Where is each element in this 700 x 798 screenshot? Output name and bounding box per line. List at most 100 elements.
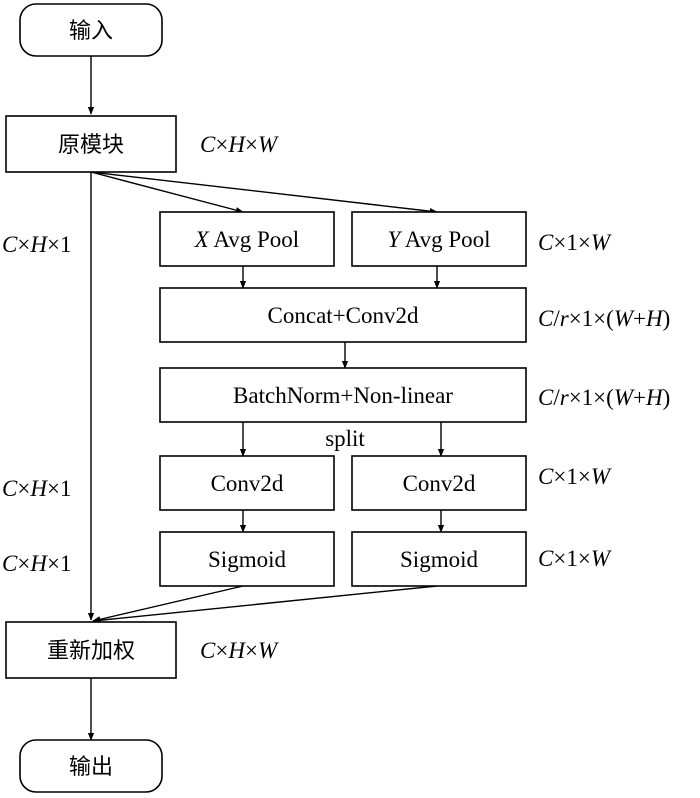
times: × — [245, 132, 258, 157]
slash: / — [553, 306, 560, 331]
w: W — [614, 306, 635, 331]
w: W — [591, 464, 612, 489]
c: C — [200, 132, 216, 157]
times: × — [553, 464, 566, 489]
batchnorm-label: BatchNorm+Non-linear — [233, 383, 453, 408]
c: C — [538, 385, 554, 410]
c: C — [200, 638, 216, 663]
y-avg-pool-label: Y Avg Pool — [387, 227, 490, 252]
w: W — [258, 132, 279, 157]
times: × — [569, 385, 582, 410]
conv2d-left-box — [159, 455, 335, 511]
conv2d-right-box — [351, 455, 527, 511]
reweight-label: 重新加权 — [47, 639, 135, 664]
times: × — [17, 551, 30, 576]
times: × — [17, 476, 30, 501]
y-pool-text: Avg Pool — [400, 227, 490, 252]
arrow-original-to-y-pool — [90, 171, 438, 215]
one: 1 — [566, 546, 578, 571]
split-label: split — [325, 426, 365, 451]
rparen: ) — [663, 385, 671, 410]
concat-conv2d-box — [159, 287, 527, 343]
times: × — [569, 306, 582, 331]
plus: + — [633, 385, 646, 410]
c: C — [538, 230, 554, 255]
dimension-labels: C×H×W C×H×1 C×H×1 C×H×1 C×1×W C/r×1×(W+H… — [2, 132, 670, 663]
x-pool-text: Avg Pool — [209, 227, 299, 252]
h: H — [227, 132, 246, 157]
dim-conv: C×1×W — [538, 464, 612, 489]
reweight-box — [5, 621, 177, 679]
r: r — [560, 385, 570, 410]
times: × — [245, 638, 258, 663]
r: r — [560, 306, 570, 331]
h: H — [29, 476, 48, 501]
c: C — [2, 476, 18, 501]
h: H — [29, 551, 48, 576]
h: H — [29, 232, 48, 257]
times: × — [553, 230, 566, 255]
rparen: ) — [663, 306, 671, 331]
times: × — [17, 232, 30, 257]
batchnorm-box — [159, 367, 527, 423]
boxes — [5, 3, 527, 793]
y-var: Y — [387, 227, 402, 252]
lparen: ( — [606, 385, 614, 410]
h: H — [645, 306, 664, 331]
conv2d-left-label: Conv2d — [211, 471, 284, 496]
times: × — [578, 230, 591, 255]
w: W — [258, 638, 279, 663]
one: 1 — [60, 232, 72, 257]
plus: + — [633, 306, 646, 331]
slash: / — [553, 385, 560, 410]
w: W — [591, 230, 612, 255]
output-label: 输出 — [69, 755, 113, 780]
c: C — [538, 306, 554, 331]
times: × — [47, 476, 60, 501]
original-module-label: 原模块 — [58, 133, 124, 158]
c: C — [538, 464, 554, 489]
sigmoid-left-label: Sigmoid — [208, 547, 286, 572]
c: C — [2, 232, 18, 257]
x-avg-pool-box — [159, 211, 335, 267]
concat-conv2d-label: Concat+Conv2d — [268, 303, 419, 328]
one: 1 — [60, 476, 72, 501]
times: × — [215, 638, 228, 663]
connectors — [87, 56, 445, 741]
arrow-sigmoid-left-to-reweight — [92, 585, 244, 623]
input-terminal — [19, 3, 163, 57]
sigmoid-left-box — [159, 531, 335, 587]
node-labels: 输入 原模块 X Avg Pool Y Avg Pool Concat+Conv… — [47, 19, 491, 780]
dim-residual-2: C×H×1 — [2, 476, 71, 501]
one: 1 — [582, 306, 594, 331]
c: C — [2, 551, 18, 576]
times: × — [578, 464, 591, 489]
x-avg-pool-label: X Avg Pool — [194, 227, 299, 252]
times: × — [553, 546, 566, 571]
dim-residual-1: C×H×1 — [2, 232, 71, 257]
dim-reweight: C×H×W — [200, 638, 279, 663]
times: × — [215, 132, 228, 157]
input-label: 输入 — [69, 19, 113, 44]
times: × — [593, 306, 606, 331]
one: 1 — [566, 464, 578, 489]
times: × — [47, 232, 60, 257]
sigmoid-right-box — [351, 531, 527, 587]
dim-y-pool: C×1×W — [538, 230, 612, 255]
c: C — [538, 546, 554, 571]
h: H — [227, 638, 246, 663]
h: H — [645, 385, 664, 410]
one: 1 — [582, 385, 594, 410]
w: W — [591, 546, 612, 571]
output-terminal — [19, 739, 163, 793]
dim-residual-3: C×H×1 — [2, 551, 71, 576]
dim-concat: C/r×1×(W+H) — [538, 306, 670, 331]
times: × — [47, 551, 60, 576]
dim-batchnorm: C/r×1×(W+H) — [538, 385, 670, 410]
arrow-sigmoid-right-to-reweight — [92, 585, 438, 624]
conv2d-right-label: Conv2d — [403, 471, 476, 496]
times: × — [593, 385, 606, 410]
one: 1 — [60, 551, 72, 576]
